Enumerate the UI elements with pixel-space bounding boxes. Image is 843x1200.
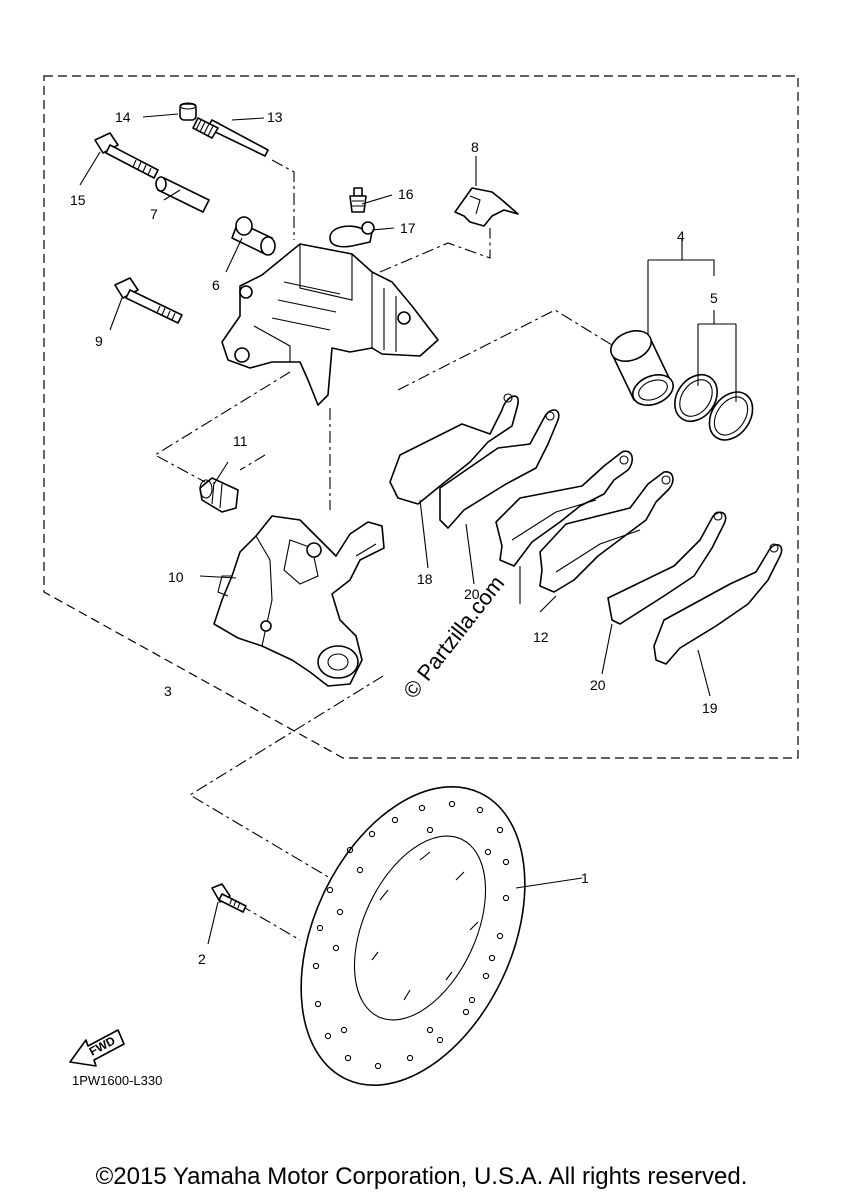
shim-18 xyxy=(389,393,519,505)
callout-13: 13 xyxy=(267,109,283,125)
callout-2: 2 xyxy=(198,951,206,967)
pad-spring-8 xyxy=(454,187,519,227)
callout-numbers: 1 2 3 4 5 6 7 8 9 10 11 12 13 14 15 16 1… xyxy=(70,109,718,967)
slide-pin-13 xyxy=(192,117,269,157)
seal-5a xyxy=(674,374,718,422)
callout-10: 10 xyxy=(168,569,184,585)
callout-12: 12 xyxy=(533,629,549,645)
callout-16: 16 xyxy=(398,186,414,202)
callout-15: 15 xyxy=(70,192,86,208)
callout-8: 8 xyxy=(471,139,479,155)
callout-6: 6 xyxy=(212,277,220,293)
callout-18: 18 xyxy=(417,571,433,587)
fwd-arrow-icon: FWD xyxy=(69,1029,125,1067)
callout-20b: 20 xyxy=(590,677,606,693)
leader-lines xyxy=(79,113,737,945)
disc-vent-holes xyxy=(312,800,510,1070)
shim-19 xyxy=(653,543,783,665)
callout-20a: 20 xyxy=(464,586,480,602)
callout-11: 11 xyxy=(233,433,248,449)
copyright-notice: ©2015 Yamaha Motor Corporation, U.S.A. A… xyxy=(95,1163,748,1190)
pin-7 xyxy=(155,176,210,213)
boot-11 xyxy=(199,477,239,513)
brake-disc-1 xyxy=(300,786,526,1086)
pad-kit-12 xyxy=(495,450,674,593)
callout-19: 19 xyxy=(702,700,718,716)
callout-5: 5 xyxy=(710,290,718,306)
bushing-6 xyxy=(231,216,276,256)
boot-cap-14 xyxy=(179,102,197,121)
bleed-screw-16 xyxy=(349,187,367,213)
callout-14: 14 xyxy=(115,109,131,125)
clip-17 xyxy=(329,221,375,248)
callout-17: 17 xyxy=(400,220,416,236)
assembly-boundary xyxy=(43,75,799,759)
insulator-20a xyxy=(439,409,560,529)
callout-1: 1 xyxy=(581,870,589,886)
diagram-code: 1PW1600-L330 xyxy=(72,1073,162,1088)
callout-3: 3 xyxy=(164,683,172,699)
bolt-15 xyxy=(94,132,159,179)
caliper-body xyxy=(221,243,439,406)
watermark: © Partzilla.com xyxy=(398,571,509,703)
callout-7: 7 xyxy=(150,206,158,222)
seal-5b xyxy=(708,391,754,441)
piston-4 xyxy=(610,330,674,406)
bolt-9 xyxy=(114,277,183,324)
caliper-bracket-10 xyxy=(213,515,385,687)
callout-9: 9 xyxy=(95,333,103,349)
insulator-20b xyxy=(607,511,727,625)
disc-bolt-2 xyxy=(211,883,247,913)
callout-4: 4 xyxy=(677,228,685,244)
